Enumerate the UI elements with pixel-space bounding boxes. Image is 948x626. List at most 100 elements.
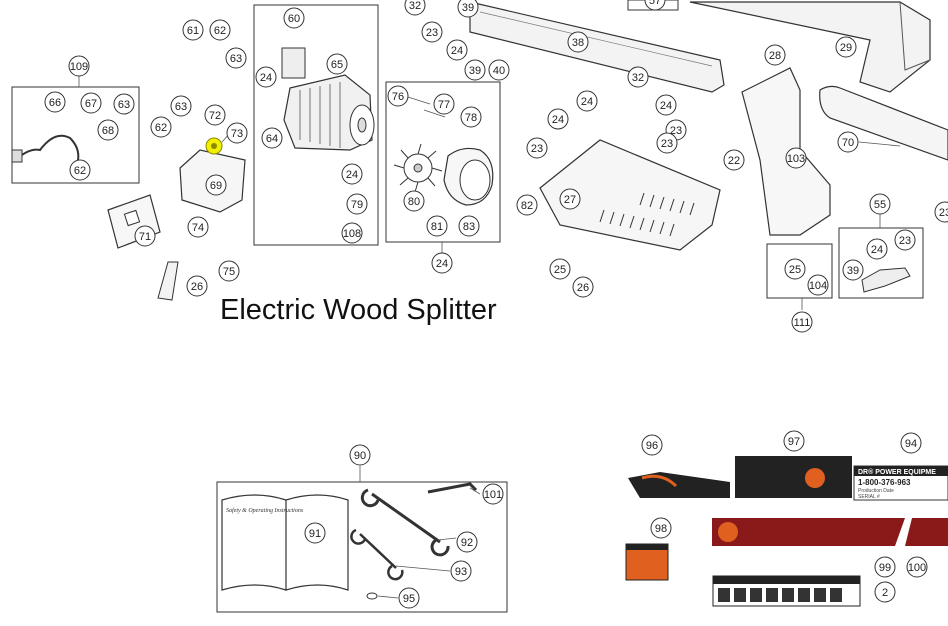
callout-74[interactable]: 74 — [187, 216, 209, 238]
callout-24[interactable]: 24 — [341, 163, 363, 185]
callout-57[interactable]: 57 — [644, 0, 666, 11]
callout-29[interactable]: 29 — [835, 36, 857, 58]
callout-label: 100 — [908, 562, 926, 574]
callout-76[interactable]: 76 — [387, 85, 409, 107]
callout-55[interactable]: 55 — [869, 193, 891, 215]
callout-97[interactable]: 97 — [783, 430, 805, 452]
callout-91[interactable]: 91 — [304, 522, 326, 544]
callout-82[interactable]: 82 — [516, 194, 538, 216]
callout-28[interactable]: 28 — [764, 44, 786, 66]
callout-25[interactable]: 25 — [784, 258, 806, 280]
callout-72[interactable]: 72 — [204, 104, 226, 126]
callout-24[interactable]: 24 — [431, 252, 453, 274]
callout-104[interactable]: 104 — [807, 274, 829, 296]
callout-circle — [842, 259, 864, 281]
callout-label: 97 — [788, 436, 800, 448]
callout-62[interactable]: 62 — [69, 159, 91, 181]
callout-label: 94 — [905, 438, 917, 450]
callout-23[interactable]: 23 — [934, 201, 948, 223]
callout-71[interactable]: 71 — [134, 225, 156, 247]
callout-61[interactable]: 61 — [182, 19, 204, 41]
callout-40[interactable]: 40 — [488, 59, 510, 81]
callout-81[interactable]: 81 — [426, 215, 448, 237]
callout-24[interactable]: 24 — [446, 39, 468, 61]
callout-27[interactable]: 27 — [559, 188, 581, 210]
callout-90[interactable]: 90 — [349, 444, 371, 466]
callout-100[interactable]: 100 — [906, 556, 928, 578]
callout-circle — [304, 522, 326, 544]
group-108-box — [385, 81, 501, 243]
callout-23[interactable]: 23 — [656, 132, 678, 154]
callout-label: 24 — [871, 244, 883, 256]
upright-plate-part — [741, 67, 831, 236]
callout-80[interactable]: 80 — [403, 190, 425, 212]
callout-77[interactable]: 77 — [433, 93, 455, 115]
wrench-91-part — [360, 488, 450, 557]
callout-26[interactable]: 26 — [572, 276, 594, 298]
callout-24[interactable]: 24 — [866, 238, 888, 260]
callout-24[interactable]: 24 — [655, 94, 677, 116]
callout-62[interactable]: 62 — [209, 19, 231, 41]
callout-circle — [572, 276, 594, 298]
callout-108[interactable]: 108 — [341, 222, 363, 244]
callout-25[interactable]: 25 — [549, 258, 571, 280]
callout-22[interactable]: 22 — [723, 149, 745, 171]
callout-39[interactable]: 39 — [842, 259, 864, 281]
callout-92[interactable]: 92 — [456, 531, 478, 553]
callout-69[interactable]: 69 — [205, 174, 227, 196]
callout-circle — [559, 188, 581, 210]
callout-73[interactable]: 73 — [226, 122, 248, 144]
callout-39[interactable]: 39 — [464, 59, 486, 81]
callout-68[interactable]: 68 — [97, 119, 119, 141]
callout-32[interactable]: 32 — [404, 0, 426, 16]
callout-67[interactable]: 67 — [80, 92, 102, 114]
callout-24[interactable]: 24 — [255, 66, 277, 88]
callout-39[interactable]: 39 — [457, 0, 479, 18]
callout-62[interactable]: 62 — [150, 116, 172, 138]
callout-109[interactable]: 109 — [68, 55, 90, 77]
callout-23[interactable]: 23 — [894, 229, 916, 251]
callout-63[interactable]: 63 — [170, 95, 192, 117]
callout-63[interactable]: 63 — [225, 47, 247, 69]
callout-circle — [398, 587, 420, 609]
callout-99[interactable]: 99 — [874, 556, 896, 578]
callout-circle — [209, 19, 231, 41]
callout-64[interactable]: 64 — [261, 127, 283, 149]
callout-label: 103 — [787, 153, 805, 165]
callout-circle — [97, 119, 119, 141]
callout-94[interactable]: 94 — [900, 432, 922, 454]
callout-circle — [482, 483, 504, 505]
callout-23[interactable]: 23 — [526, 137, 548, 159]
callout-75[interactable]: 75 — [218, 260, 240, 282]
callout-65[interactable]: 65 — [326, 53, 348, 75]
callout-101[interactable]: 101 — [482, 483, 504, 505]
callout-70[interactable]: 70 — [837, 131, 859, 153]
callout-111[interactable]: 111 — [791, 311, 813, 333]
callout-93[interactable]: 93 — [450, 560, 472, 582]
callout-38[interactable]: 38 — [567, 31, 589, 53]
callout-83[interactable]: 83 — [458, 215, 480, 237]
callout-label: 29 — [840, 42, 852, 54]
callout-label: 66 — [49, 97, 61, 109]
callout-95[interactable]: 95 — [398, 587, 420, 609]
callout-24[interactable]: 24 — [547, 108, 569, 130]
callout-2[interactable]: 2 — [874, 581, 896, 603]
callout-circle — [255, 66, 277, 88]
callout-26[interactable]: 26 — [186, 275, 208, 297]
callout-32[interactable]: 32 — [627, 66, 649, 88]
callout-circle — [526, 137, 548, 159]
callout-23[interactable]: 23 — [421, 21, 443, 43]
callout-79[interactable]: 79 — [346, 193, 368, 215]
callout-circle — [226, 122, 248, 144]
callout-label: 109 — [70, 61, 88, 73]
callout-98[interactable]: 98 — [650, 517, 672, 539]
callout-66[interactable]: 66 — [44, 91, 66, 113]
callout-63[interactable]: 63 — [113, 93, 135, 115]
callout-24[interactable]: 24 — [576, 90, 598, 112]
callout-96[interactable]: 96 — [641, 434, 663, 456]
group-111-box — [216, 481, 508, 613]
callout-label: 23 — [426, 27, 438, 39]
callout-103[interactable]: 103 — [785, 147, 807, 169]
callout-60[interactable]: 60 — [283, 7, 305, 29]
callout-78[interactable]: 78 — [460, 106, 482, 128]
